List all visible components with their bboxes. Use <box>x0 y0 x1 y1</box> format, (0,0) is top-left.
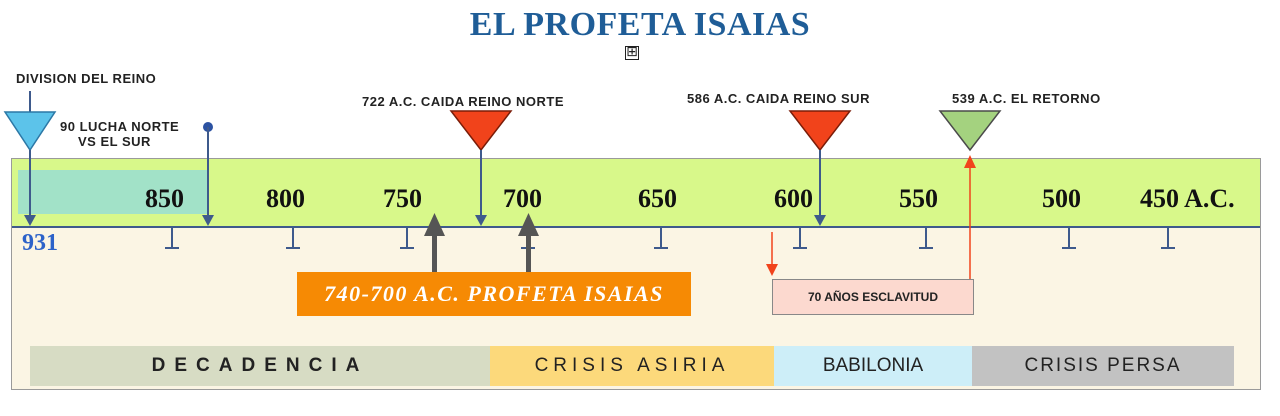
event-label-caida-norte: 722 A.C. CAIDA REINO NORTE <box>362 94 565 109</box>
lucha-arrow-head <box>202 215 214 226</box>
event-label-lucha: 90 LUCHA NORTE <box>60 119 180 134</box>
year-label: 700 <box>503 184 542 213</box>
era-crisis-persa: CRISIS PERSA <box>972 346 1234 386</box>
timeline-band <box>12 159 1260 227</box>
year-tick <box>660 228 662 248</box>
isaias-start-arrow <box>432 232 437 276</box>
era-decadencia: DECADENCIA <box>30 346 490 386</box>
timeline-axis <box>12 226 1260 228</box>
event-label-division: DIVISION DEL REINO <box>16 71 157 86</box>
year-label: 850 <box>145 184 184 213</box>
caida-norte-marker-icon <box>449 110 513 152</box>
year-tick-cap <box>919 247 933 249</box>
year-tick-cap <box>1062 247 1076 249</box>
year-label: 800 <box>266 184 305 213</box>
year-tick-cap <box>286 247 300 249</box>
year-tick-cap <box>400 247 414 249</box>
isaias-period-bar: 740-700 A.C. PROFETA ISAIAS <box>297 272 691 316</box>
retorno-marker-icon <box>938 110 1002 152</box>
year-tick-cap <box>165 247 179 249</box>
year-tick <box>799 228 801 248</box>
exile-arrow-head <box>766 264 778 276</box>
isaias-start-arrow-head <box>424 213 445 236</box>
start-year-label: 931 <box>22 230 58 256</box>
year-label: 750 <box>383 184 422 213</box>
event-label-retorno: 539 A.C. EL RETORNO <box>952 91 1101 106</box>
expand-icon[interactable]: ⊞ <box>625 44 639 60</box>
year-label: 550 <box>899 184 938 213</box>
caida-sur-marker-icon <box>788 110 852 152</box>
year-label: 650 <box>638 184 677 213</box>
year-tick <box>1167 228 1169 248</box>
event-label-caida-sur: 586 A.C. CAIDA REINO SUR <box>687 91 870 106</box>
year-tick <box>406 228 408 248</box>
isaias-end-arrow-head <box>518 213 539 236</box>
year-tick <box>1068 228 1070 248</box>
year-tick-cap <box>654 247 668 249</box>
year-tick <box>292 228 294 248</box>
year-tick-cap <box>793 247 807 249</box>
year-label: 450 A.C. <box>1140 184 1235 213</box>
caida-sur-arrow-head <box>814 215 826 226</box>
division-marker-icon <box>3 111 57 152</box>
event-label-lucha-2: VS EL SUR <box>78 134 151 149</box>
era-crisis-asiria: CRISIS ASIRIA <box>490 346 774 386</box>
page-title: EL PROFETA ISAIAS <box>469 6 811 43</box>
retorno-arrow-head <box>964 155 976 168</box>
year-label: 600 <box>774 184 813 213</box>
year-tick <box>171 228 173 248</box>
year-tick-cap <box>1161 247 1175 249</box>
era-babilonia: BABILONIA <box>774 346 972 386</box>
caida-norte-arrow-head <box>475 215 487 226</box>
year-label: 500 <box>1042 184 1081 213</box>
year-tick <box>925 228 927 248</box>
slavery-period-box: 70 AÑOS ESCLAVITUD <box>772 279 974 315</box>
early-period-highlight <box>18 170 208 214</box>
division-arrow-head <box>24 215 36 226</box>
isaias-end-arrow <box>526 232 531 276</box>
